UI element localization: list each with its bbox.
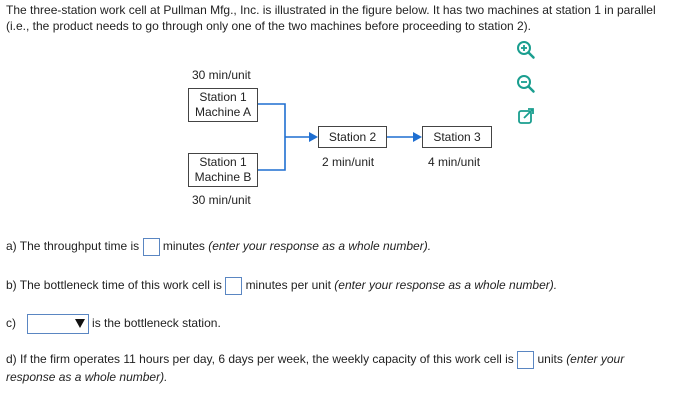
question-c-text: is the bottleneck station. (92, 316, 221, 331)
connector-machine-b (258, 137, 286, 171)
machine-a-station-label: Station 1 (199, 90, 247, 104)
arrowhead-station-3 (413, 132, 422, 142)
question-b: b) The bottleneck time of this work cell… (6, 276, 557, 295)
problem-intro: The three-station work cell at Pullman M… (6, 3, 656, 33)
question-a: a) The throughput time is minutes (enter… (6, 237, 431, 256)
zoom-in-icon (517, 41, 535, 59)
machine-a-box: Station 1 Machine A (188, 88, 258, 122)
question-b-text: b) The bottleneck time of this work cell… (6, 278, 222, 292)
question-d-unit: units (537, 352, 563, 366)
question-d-hint-1: (enter your (566, 352, 625, 366)
machine-b-rate: 30 min/unit (192, 193, 251, 207)
question-d: d) If the firm operates 11 hours per day… (6, 350, 624, 369)
connector-machine-a (258, 103, 286, 137)
throughput-time-input[interactable] (142, 237, 160, 256)
machine-a-rate: 30 min/unit (192, 68, 251, 82)
station-3-label: Station 3 (433, 130, 481, 144)
zoom-out-button[interactable] (516, 74, 536, 94)
station-2-label: Station 2 (328, 130, 377, 144)
station-3-box: Station 3 (422, 126, 492, 148)
external-link-icon (518, 108, 534, 124)
machine-a-machine-label: Machine A (194, 105, 252, 119)
machine-b-machine-label: Machine B (194, 170, 252, 184)
question-b-unit: minutes per unit (245, 278, 331, 292)
station-3-rate: 4 min/unit (428, 155, 481, 169)
question-c-label: c) (6, 316, 16, 331)
bottleneck-station-select[interactable] (26, 314, 89, 334)
question-d-hint-2: response as a whole number). (6, 370, 168, 384)
machine-b-station-label: Station 1 (199, 155, 247, 169)
question-a-text: a) The throughput time is (6, 239, 140, 253)
chevron-down-icon (74, 319, 85, 328)
zoom-in-button[interactable] (516, 40, 536, 60)
question-d-text: d) If the firm operates 11 hours per day… (6, 352, 514, 366)
machine-b-box: Station 1 Machine B (188, 153, 258, 187)
arrowhead-station-2 (309, 132, 318, 142)
station-2-box: Station 2 (318, 126, 387, 148)
bottleneck-time-input[interactable] (225, 276, 243, 295)
question-c: c) is the bottleneck station. (6, 314, 221, 334)
station-2-rate: 2 min/unit (322, 155, 375, 169)
question-b-hint: (enter your response as a whole number). (334, 278, 558, 292)
weekly-capacity-input[interactable] (517, 350, 535, 369)
popout-button[interactable] (516, 106, 536, 126)
question-a-unit: minutes (162, 239, 205, 253)
question-a-hint: (enter your response as a whole number). (208, 239, 432, 253)
zoom-out-icon (517, 75, 535, 93)
